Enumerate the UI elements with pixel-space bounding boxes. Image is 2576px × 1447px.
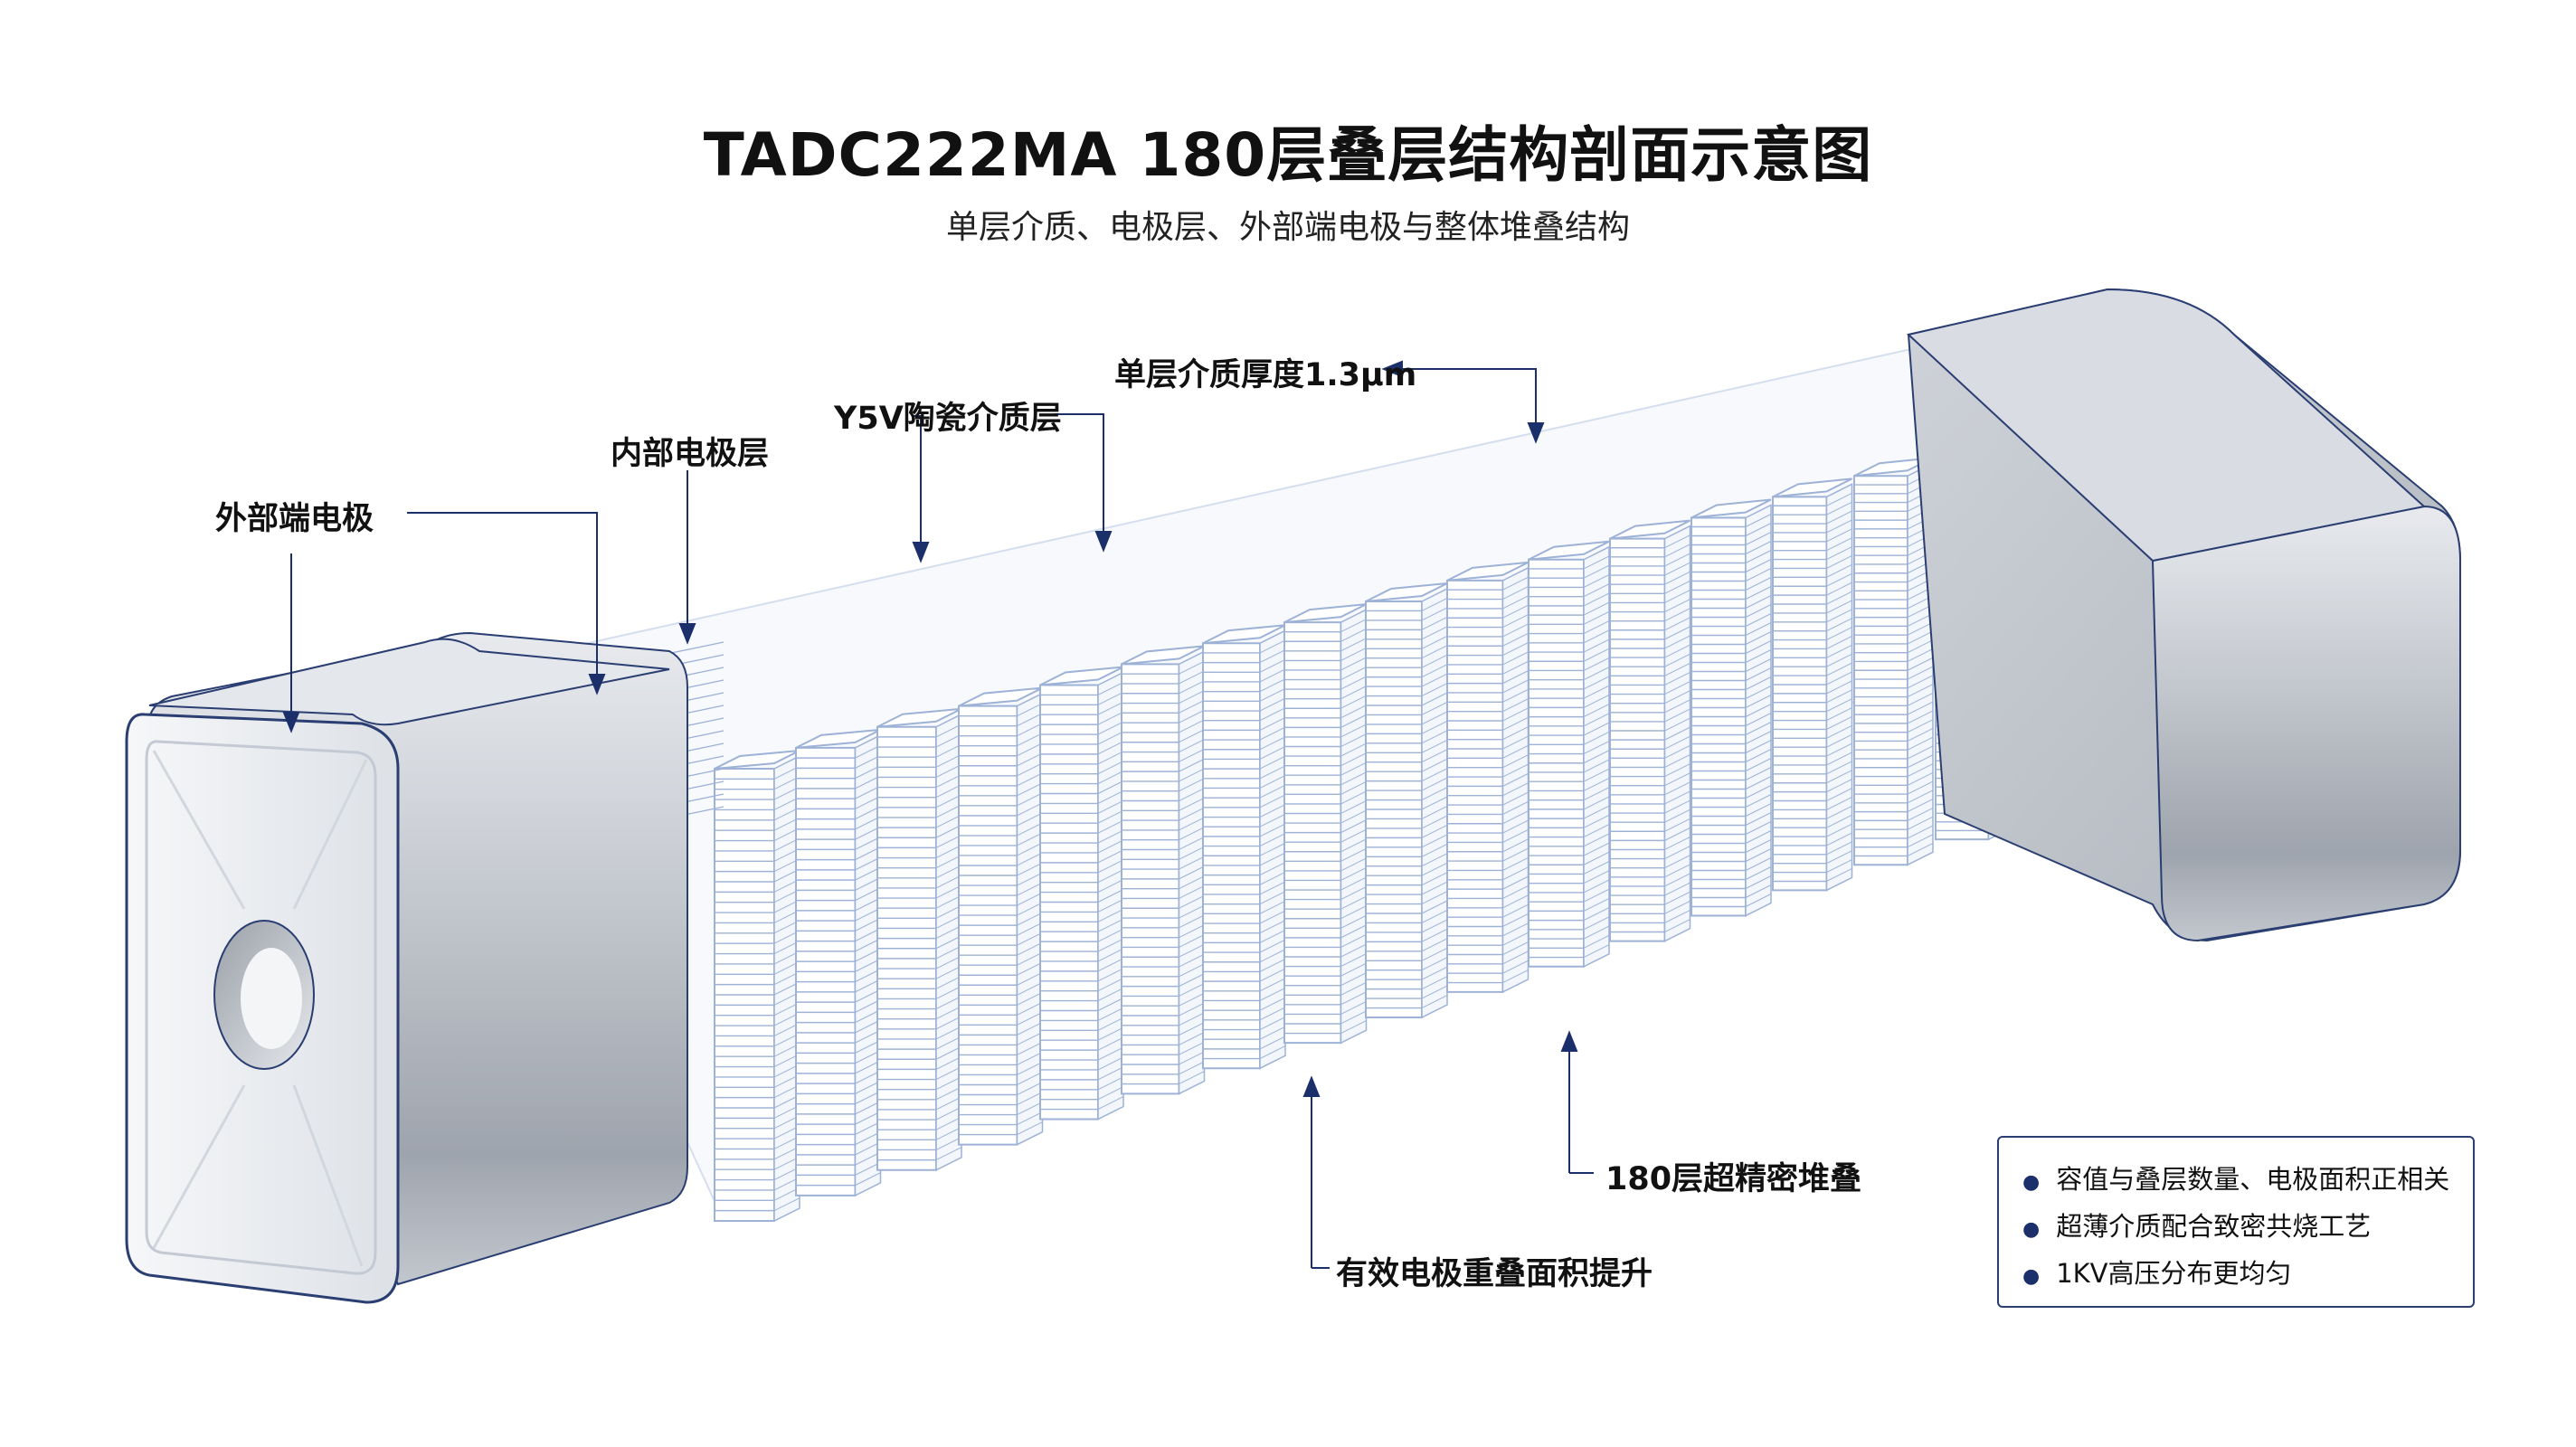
layer-block [1365,582,1448,1019]
layer-block [714,750,800,1223]
layer-block [1039,666,1124,1121]
label-dielectric-thickness: 单层介质厚度1.3μm [1114,357,1417,393]
page-title: TADC222MA 180层叠层结构剖面示意图 [703,120,1873,190]
layer-block [1853,457,1934,866]
bullet-icon: ● [2022,1218,2041,1241]
note-item: ●容值与叠层数量、电极面积正相关 [2022,1164,2450,1195]
note-item: ●1KV高压分布更均匀 [2022,1258,2292,1289]
layer-block [1446,561,1530,994]
layer-block [1528,540,1610,968]
layer-block [1609,519,1691,942]
notes-box: ●容值与叠层数量、电极面积正相关 ●超薄介质配合致密共烧工艺 ●1KV高压分布更… [1997,1136,2475,1308]
page-subtitle: 单层介质、电极层、外部端电极与整体堆叠结构 [945,209,1630,246]
annotation-leaders [282,360,1594,1269]
layer-block [1121,645,1206,1095]
left-terminal-electrode [125,631,688,1304]
bullet-icon: ● [2022,1171,2041,1194]
bullet-icon: ● [2022,1265,2041,1288]
layer-block [958,686,1044,1146]
label-180-layer-stack: 180层超精密堆叠 [1605,1161,1862,1197]
label-internal-electrode: 内部电极层 [611,436,770,472]
layer-block [1202,624,1286,1070]
layer-block [1772,478,1853,892]
label-external-electrode: 外部端电极 [215,501,374,537]
label-electrode-overlap: 有效电极重叠面积提升 [1336,1256,1653,1292]
label-dielectric-layer: Y5V陶瓷介质层 [834,401,1062,437]
right-terminal-electrode [1906,288,2461,942]
note-item: ●超薄介质配合致密共烧工艺 [2022,1211,2372,1242]
layer-block [795,728,882,1197]
layer-block [876,707,962,1171]
layer-block [1690,498,1772,917]
layer-block [1283,603,1368,1045]
